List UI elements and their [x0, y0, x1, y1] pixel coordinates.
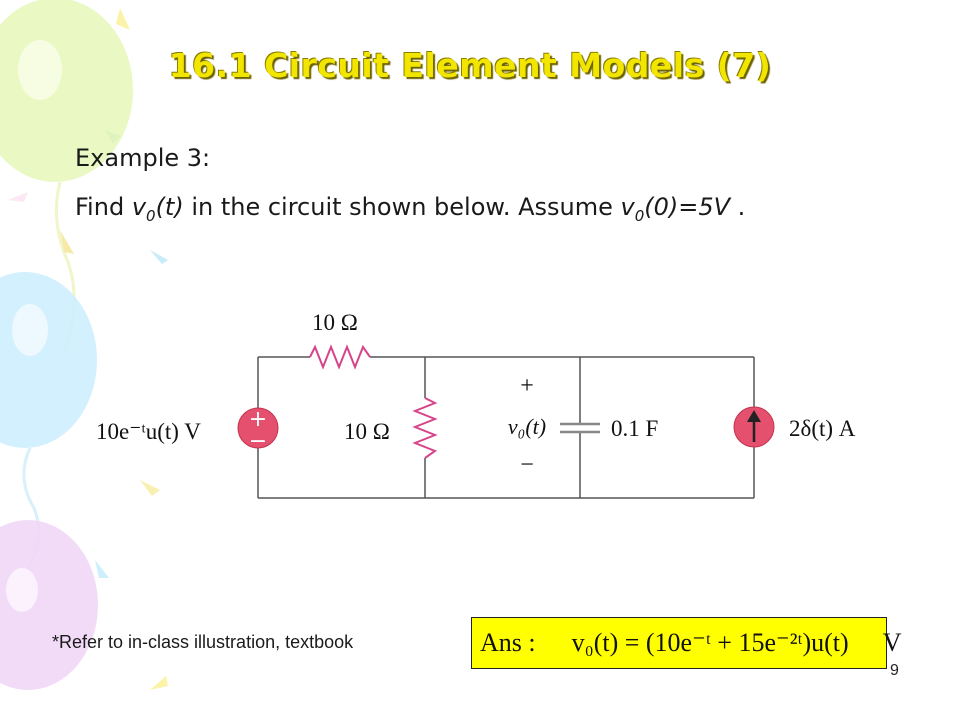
label-resistor-mid: 10 Ω	[344, 419, 390, 444]
current-source	[733, 406, 775, 448]
prompt-sub: 0	[146, 206, 156, 225]
problem-statement: Example 3: Find v0(t) in the circuit sho…	[75, 140, 865, 228]
prompt-rest: in the circuit shown below. Assume	[183, 193, 621, 221]
label-capacitor: 0.1 F	[611, 416, 658, 441]
prompt-v2: v	[620, 193, 635, 221]
prompt-end: .	[730, 193, 746, 221]
source-plus: +	[249, 407, 267, 432]
arrow-up-icon	[747, 410, 761, 422]
prompt-initial: (0)=5V	[644, 193, 731, 221]
source-minus: −	[249, 429, 267, 454]
answer-equation: v₀(t) = (10e⁻ᵗ + 15e⁻²ᵗ)u(t)	[571, 628, 849, 657]
answer-label: Ans :	[480, 628, 536, 657]
circuit-diagram: + − 10e⁻ᵗu(t) V 10 Ω 10 Ω + v₀(t) − 0.1 …	[96, 310, 856, 499]
balloon-purple	[0, 520, 98, 690]
label-current-source: 2δ(t) A	[789, 416, 856, 441]
label-v-plus: +	[520, 373, 534, 399]
prompt-sub2: 0	[634, 206, 645, 225]
prompt-find: Find	[75, 193, 132, 221]
problem-prompt: Find v0(t) in the circuit shown below. A…	[75, 190, 865, 228]
confetti	[8, 8, 168, 690]
prompt-t: (t)	[155, 193, 184, 221]
label-resistor-top: 10 Ω	[312, 310, 358, 335]
resistor-top	[309, 344, 371, 370]
balloon-green	[0, 0, 133, 353]
voltage-source: + −	[237, 407, 279, 454]
label-v-minus: −	[520, 452, 534, 478]
example-label: Example 3:	[75, 144, 211, 172]
capacitor	[560, 422, 600, 434]
answer-box: Ans : v₀(t) = (10e⁻ᵗ + 15e⁻²ᵗ)u(t) V	[471, 617, 901, 669]
slide-title: 16.1 Circuit Element Models (7)	[168, 46, 772, 85]
page-number: 9	[890, 662, 899, 679]
answer-unit: V	[882, 628, 902, 657]
footnote: *Refer to in-class illustration, textboo…	[52, 632, 354, 652]
prompt-v: v	[131, 193, 147, 221]
label-v0: v₀(t)	[508, 414, 546, 439]
resistor-mid	[412, 397, 438, 459]
label-voltage-source: 10e⁻ᵗu(t) V	[96, 419, 201, 444]
